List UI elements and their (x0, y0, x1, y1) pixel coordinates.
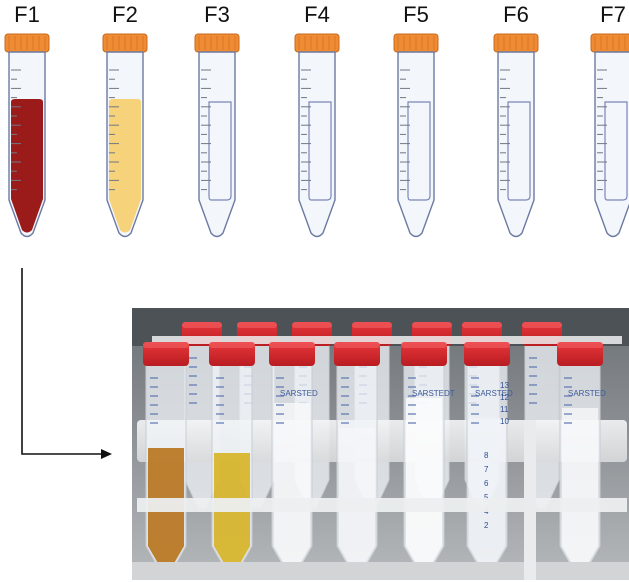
scale-number: 8 (484, 451, 489, 460)
tube-liquid-outline (208, 101, 232, 201)
tube-liquid-outline (407, 101, 431, 201)
scale-number: 11 (500, 405, 509, 414)
brand-label: SARSTED (568, 389, 606, 398)
tube-liquid-outline (604, 101, 628, 201)
tube-7: F7 (583, 0, 629, 250)
tube-drawing (590, 33, 629, 238)
cap-highlight (143, 342, 189, 348)
cap-highlight (557, 342, 603, 348)
cap-highlight (401, 342, 447, 348)
tube-drawing (294, 33, 340, 238)
rack-tube (401, 342, 447, 575)
tube-body (298, 51, 336, 238)
scale-number: 7 (484, 465, 489, 474)
tube-1: F1 (0, 0, 57, 250)
tube-5: F5 (386, 0, 446, 250)
cap-highlight (182, 322, 222, 328)
tube-3: F3 (187, 0, 247, 250)
cap-highlight (237, 322, 277, 328)
rack-tube (557, 342, 603, 575)
tube-liquid (469, 418, 505, 572)
arrow-head (101, 449, 112, 459)
tube-2: F2 (95, 0, 155, 250)
rack-tube (209, 342, 255, 575)
cap-highlight (462, 322, 502, 328)
scale-number: 5 (484, 493, 489, 502)
rack-tube (269, 342, 315, 575)
cap-highlight (209, 342, 255, 348)
tube-liquid (274, 403, 310, 572)
tube-liquid (11, 99, 43, 233)
tube-body (397, 51, 435, 238)
tube-label: F2 (112, 2, 138, 27)
brand-label: SARSTED (280, 389, 318, 398)
tube-liquid-outline (308, 101, 332, 201)
tube-liquid (109, 99, 141, 233)
rack-top-rail (137, 420, 627, 462)
brand-label: SARSTEDT (412, 389, 455, 398)
tube-body (198, 51, 236, 238)
tube-label: F6 (503, 2, 529, 27)
tube-drawing (194, 33, 240, 238)
tube-label: F3 (204, 2, 230, 27)
tube-liquid (562, 408, 598, 572)
tube-4: F4 (287, 0, 347, 250)
arrow-line (21, 268, 106, 455)
rack-tube (143, 342, 189, 575)
tube-label: F4 (304, 2, 330, 27)
tube-liquid (214, 453, 250, 572)
tube-label: F1 (14, 2, 40, 27)
tube-drawing (493, 33, 539, 238)
rack-tube (464, 342, 510, 575)
brand-label: SARSTED (475, 389, 513, 398)
scale-number: 12 (500, 393, 509, 402)
cap-highlight (292, 322, 332, 328)
tube-drawing (102, 33, 148, 238)
rack-back-rail (152, 336, 622, 344)
scale-number: 10 (500, 417, 509, 426)
cap-highlight (269, 342, 315, 348)
scale-number: 6 (484, 479, 489, 488)
cap-highlight (334, 342, 380, 348)
tube-liquid-outline (507, 101, 531, 201)
tube-6: F6 (486, 0, 546, 250)
tube-label: F5 (403, 2, 429, 27)
tube-body (594, 51, 629, 238)
tube-body (497, 51, 535, 238)
tube-liquid (406, 398, 442, 572)
rack-divider (524, 420, 536, 580)
rack-base (132, 562, 629, 580)
rack-tube (334, 342, 380, 575)
scale-number: 2 (484, 521, 489, 530)
cap-highlight (352, 322, 392, 328)
cap-highlight (522, 322, 562, 328)
cap-highlight (412, 322, 452, 328)
scale-number: 13 (500, 381, 509, 390)
cap-highlight (464, 342, 510, 348)
tube-label: F7 (600, 2, 626, 27)
rack-middle-rail (137, 498, 627, 512)
tube-drawing (4, 33, 50, 238)
tube-drawing (393, 33, 439, 238)
